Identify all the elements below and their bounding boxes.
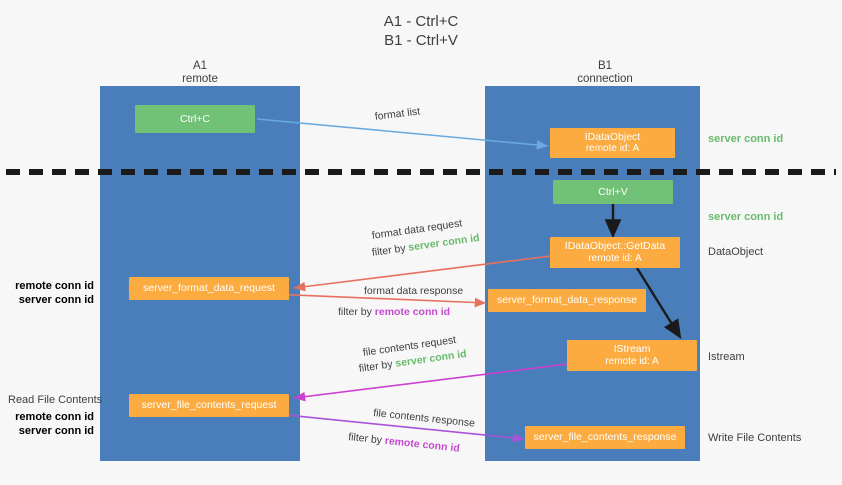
node-istream[interactable]: IStream remote id: A (567, 340, 697, 371)
node-server-format-data-response-label: server_format_data_response (496, 294, 638, 307)
node-idataobject-sublabel: remote id: A (585, 143, 640, 154)
filter-prefix: filter by (338, 306, 375, 318)
filter-prefix: filter by (358, 357, 397, 375)
node-istream-label: IStream (613, 343, 651, 355)
filter-prefix: filter by (347, 430, 386, 447)
lane-header-a1-name: A1 (192, 60, 208, 72)
node-server-format-data-request-label: server_format_data_request (143, 282, 275, 295)
filter-key-remote-conn-id: remote conn id (374, 306, 451, 318)
edge-label-format-list: format list (374, 105, 421, 123)
node-getdata-sublabel: remote id: A (588, 252, 642, 264)
right-label-istream: Istream (708, 351, 745, 363)
left-label-mid-remote-conn: remote conn id (15, 280, 94, 292)
node-ctrl-v[interactable]: Ctrl+V (553, 180, 673, 204)
page-title-line1: A1 - Ctrl+C (383, 13, 459, 30)
node-istream-sublabel: remote id: A (605, 355, 659, 367)
node-server-format-data-request[interactable]: server_format_data_request (129, 277, 289, 300)
node-getdata-label: IDataObject::GetData (564, 240, 666, 252)
filter-key-remote-conn-id: remote conn id (384, 434, 461, 455)
node-getdata[interactable]: IDataObject::GetData remote id: A (550, 237, 680, 268)
node-ctrl-c-label: Ctrl+C (179, 112, 211, 125)
node-server-file-contents-request[interactable]: server_file_contents_request (129, 394, 289, 417)
node-ctrl-c[interactable]: Ctrl+C (135, 105, 255, 133)
lane-header-b1-name: B1 (597, 60, 613, 72)
left-label-bottom-server-conn: server conn id (18, 425, 94, 437)
edge-label-format-data-response: format data response (364, 285, 464, 297)
node-ctrl-v-label: Ctrl+V (598, 185, 628, 198)
right-label-write-file-contents: Write File Contents (708, 432, 802, 444)
right-label-dataobject: DataObject (708, 246, 764, 258)
page-title-line2: B1 - Ctrl+V (384, 32, 458, 49)
node-idataobject-label: IDataObject (584, 130, 641, 143)
lane-header-b1-subtitle: connection (577, 73, 633, 85)
right-label-server-conn-mid: server conn id (708, 211, 784, 223)
node-idataobject[interactable]: IDataObject remote id: A (550, 128, 675, 158)
edge-label-file-contents-response-filter: filter by remote conn id (348, 430, 461, 456)
edge-label-format-data-response-filter: filter by remote conn id (338, 305, 450, 319)
left-label-read-file-contents: Read File Contents (8, 394, 103, 406)
lane-header-a1-subtitle: remote (182, 73, 218, 85)
filter-prefix: filter by (371, 241, 410, 259)
node-server-file-contents-response-label: server_file_contents_response (533, 431, 677, 444)
left-label-mid-server-conn: server conn id (18, 294, 94, 306)
node-server-file-contents-response[interactable]: server_file_contents_response (525, 426, 685, 449)
right-label-server-conn-top: server conn id (708, 133, 784, 145)
left-label-bottom-remote-conn: remote conn id (15, 411, 94, 423)
edge-label-file-contents-response: file contents response (372, 406, 476, 430)
node-server-file-contents-request-label: server_file_contents_request (141, 399, 277, 412)
node-server-format-data-response[interactable]: server_format_data_response (488, 289, 646, 312)
